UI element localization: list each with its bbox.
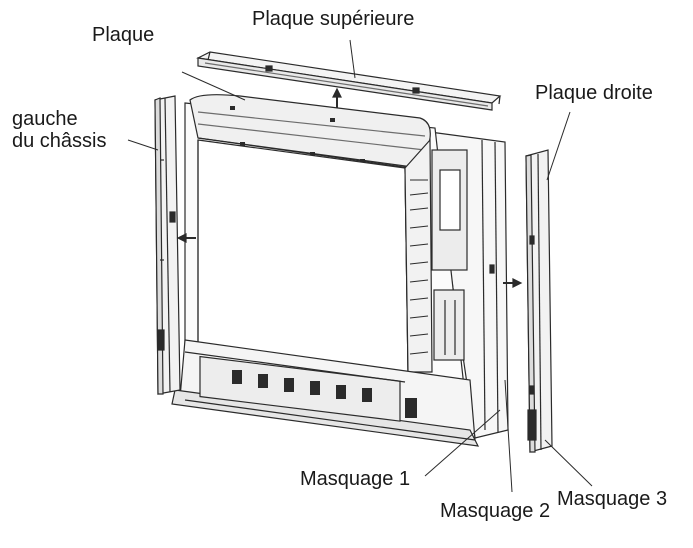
label-gauche-line1: gauche: [12, 108, 78, 130]
label-masquage-1: Masquage 1: [300, 468, 411, 490]
leader-lines: [127, 39, 593, 493]
leader-masquage2: [504, 379, 513, 493]
top-plate: [196, 51, 502, 111]
label-masquage-2: Masquage 2: [440, 500, 551, 522]
leader-plaque-droite: [546, 111, 571, 181]
label-plaque-superieure: Plaque supérieure: [252, 8, 415, 30]
label-plaque: Plaque: [92, 24, 155, 46]
label-gauche-du-chassis: gauche du châssis: [12, 108, 107, 152]
right-arrow-icon: [503, 278, 523, 288]
leader-gauche: [127, 139, 159, 151]
leader-masquage1: [424, 409, 501, 477]
label-gauche-line2: du châssis: [12, 130, 107, 152]
label-masquage-3: Masquage 3: [557, 488, 668, 510]
label-plaque-droite: Plaque droite: [535, 82, 653, 104]
leader-plaque-superieure: [349, 39, 356, 79]
leader-masquage3: [544, 439, 593, 487]
chassis-body: [171, 94, 509, 447]
right-side-plate: [525, 149, 553, 453]
leader-plaque: [181, 71, 246, 101]
left-side-plate: [154, 95, 181, 395]
left-arrow-icon: [176, 233, 196, 243]
up-arrow-icon: [332, 87, 342, 108]
